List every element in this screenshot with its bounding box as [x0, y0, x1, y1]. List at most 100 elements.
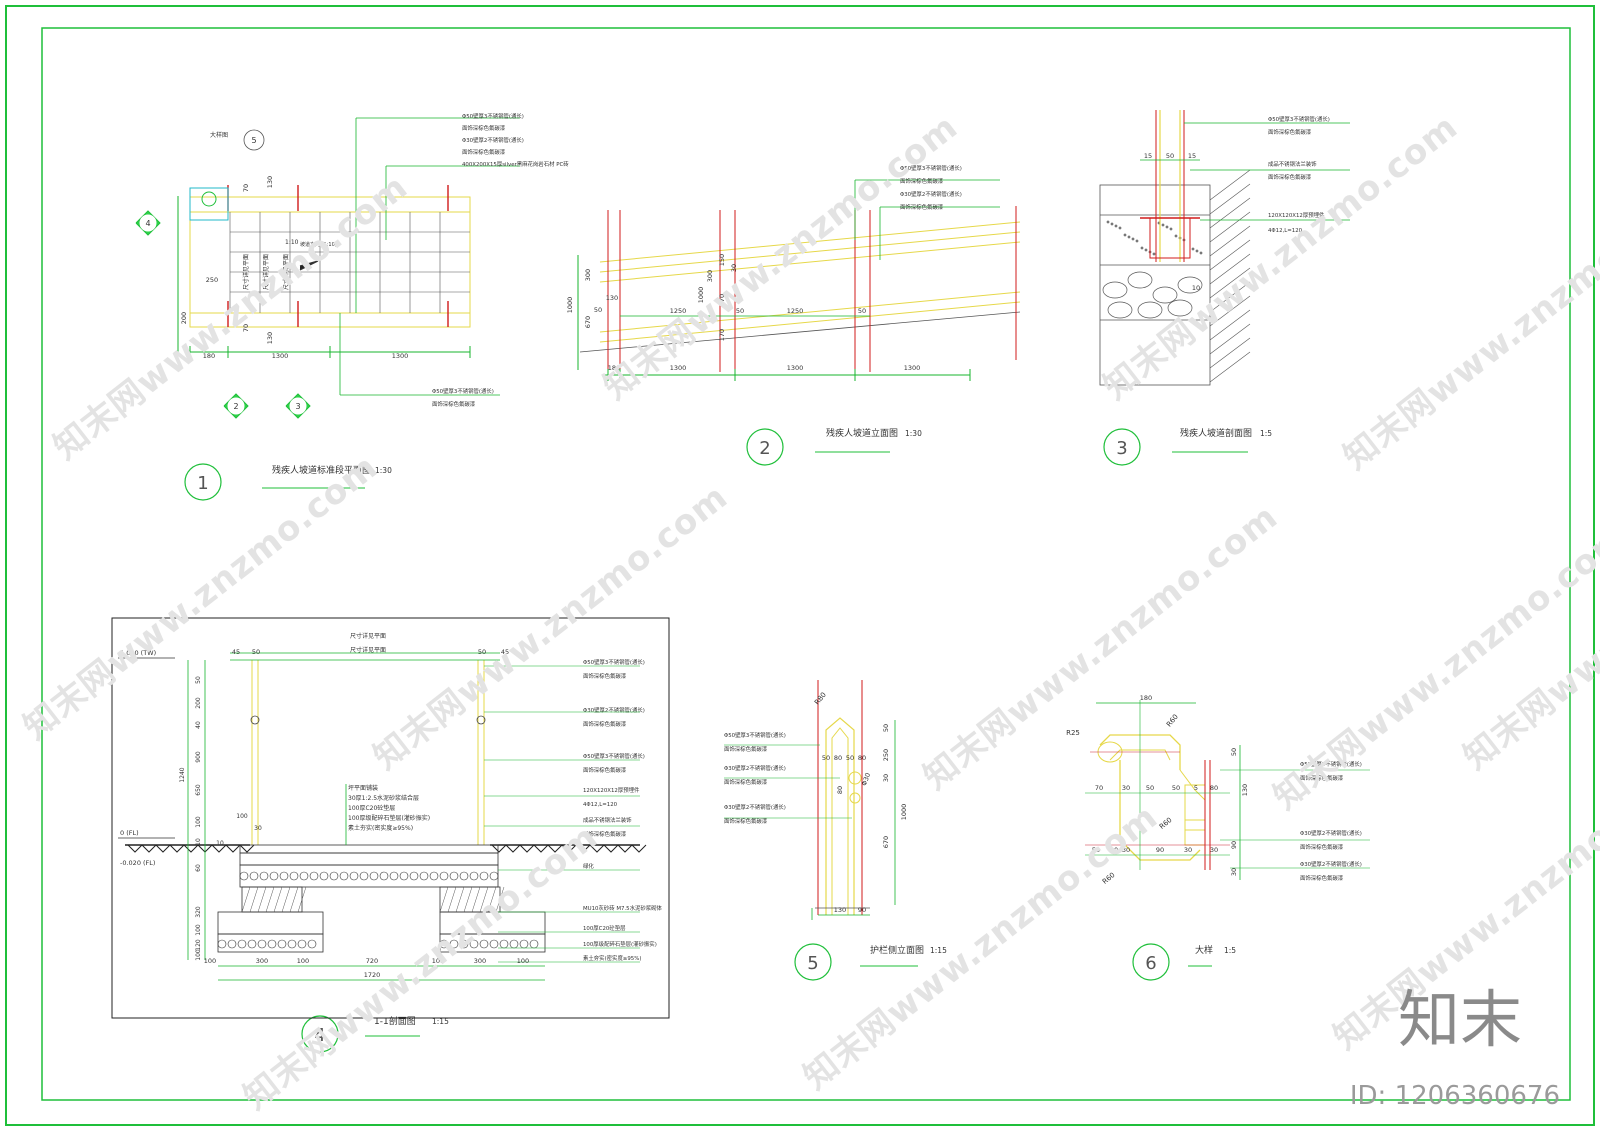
sec3-dim-text: 10 [1192, 284, 1200, 292]
side5-callout-text: 面饰深棕色氟碳漆 [724, 817, 768, 825]
sec4-dim-text: 100 [195, 924, 202, 936]
sec4-callout-text: MU10灰砂砖 M7.5水泥砂浆砌体 [583, 904, 663, 912]
sec4-dim-text: 60 [195, 864, 202, 872]
side5-dim-text: 50 [846, 754, 854, 762]
sec4-footing-gravel [307, 939, 317, 949]
det6-dim-text: 5 [1194, 784, 1198, 792]
side5-dim-text: 90 [858, 906, 866, 914]
elev-dim-text: 300 [706, 270, 714, 282]
sec3-gravel-dot [1191, 247, 1195, 251]
det6-dim-text: 30 [1122, 846, 1130, 854]
plan-callout-text: 面饰深棕色氟碳漆 [432, 400, 476, 408]
view-scale: 1:30 [905, 429, 922, 438]
elev-dim-text: 670 [584, 316, 592, 328]
sec4-dim-text: 100 [204, 957, 216, 965]
sec3-hatch [1209, 183, 1251, 215]
sec4-callout-text: 4Φ12,L=120 [583, 802, 618, 808]
sec3-gravel-dot [1131, 237, 1135, 241]
view-number: 6 [1145, 953, 1156, 974]
sec4-footing-gravel [519, 939, 529, 949]
sec4-brick-hatch [463, 886, 473, 913]
sec4-brick-hatch [241, 886, 251, 913]
det6-callout-text: Φ30壁厚2不锈钢管(通长) [1300, 860, 1362, 868]
sec4-gravel-stone [489, 871, 499, 881]
section-marker-circle [227, 397, 245, 415]
sec4-brick-hatch [479, 886, 489, 913]
view-number: 2 [759, 438, 770, 459]
sec4-brick-hatch [447, 886, 457, 913]
sec4-gravel-stone [349, 871, 359, 881]
view-number-circle [746, 428, 784, 466]
sec4-gravel-stone [249, 871, 259, 881]
sec3-hatch [1209, 351, 1251, 383]
plan-dim-text: 130 [266, 176, 274, 188]
sec4-dim-text: 1720 [364, 971, 381, 979]
sec4-gravel-stone [319, 871, 329, 881]
view-title: 残疾人坡道标准段平面图 [272, 464, 371, 476]
inner-border [41, 27, 1571, 1101]
det6-dim-text: 20 [1110, 846, 1118, 854]
det6-dim-text: 50 [1092, 846, 1100, 854]
view-scale: 1:5 [1224, 946, 1236, 955]
side5-callout-text: Φ30壁厚2不锈钢管(通长) [724, 803, 786, 811]
sec4-callout-text: 面饰深棕色氟碳漆 [583, 672, 627, 680]
elev-rail-line [599, 291, 1021, 333]
sec4-footing-gravel [469, 939, 479, 949]
sec3-hatch [1209, 169, 1251, 201]
sec4-top-label: 尺寸详见平面 [350, 632, 386, 640]
sec4-gravel-stone [479, 871, 489, 881]
sec4-ground-hatch [505, 844, 521, 853]
sec3-gravel-dot [1140, 246, 1144, 250]
elev-rail-line [599, 301, 1021, 343]
sec4-dim-text: 100 [297, 957, 309, 965]
sec4-ground-hatch [603, 844, 619, 853]
sec4-dim-text: 720 [366, 957, 378, 965]
sec4-gravel-stone [269, 871, 279, 881]
sec4-footing-gravel [489, 939, 499, 949]
sec4-dim-text: 300 [474, 957, 486, 965]
sec3-hatch [1209, 295, 1251, 327]
plan-dim-text: 130 [266, 332, 274, 344]
plan-detail-circle [201, 191, 217, 207]
sec4-top-label: 尺寸详见平面 [350, 646, 386, 654]
sec4-footing [439, 911, 546, 935]
sec4-dim-text: 300 [256, 957, 268, 965]
plan-slope-note: 坡道方向 (1:10) [300, 241, 337, 248]
det6-callout-text: 面饰深棕色氟碳漆 [1300, 774, 1344, 782]
det6-dim-text: 70 [1095, 784, 1103, 792]
sec4-gravel-stone [459, 871, 469, 881]
sec3-gravel-dot [1110, 222, 1114, 226]
sec4-footing-gravel [479, 939, 489, 949]
plan-detail-tag: 大样图 [210, 131, 228, 139]
sec4-brick-hatch [273, 886, 283, 913]
sec4-layer-note: 100厚C20砼垫层 [348, 804, 395, 812]
sec3-gravel-dot [1144, 248, 1148, 252]
sec4-level-text: -0.020 (FL) [120, 859, 155, 867]
elev-dim-text: 1300 [904, 364, 921, 372]
side5-dim-text: 30 [882, 774, 890, 782]
sec3-hatch [1209, 337, 1251, 369]
section-marker-number: 3 [295, 402, 300, 411]
side5-dim-text: 670 [882, 836, 890, 848]
det6-pipe-outline [1179, 769, 1206, 801]
side5-dim-text: 80 [858, 754, 866, 762]
sec3-callout-text: 面饰深棕色氟碳漆 [1268, 128, 1312, 136]
det6-dim-text: 30 [1230, 868, 1238, 876]
sec3-dim-text: 50 [1166, 152, 1174, 160]
sec4-footing-gravel [529, 939, 539, 949]
sec3-stone [1167, 299, 1193, 317]
sec4-callout-text: 绿化 [583, 862, 594, 870]
sec3-gravel-dot [1161, 223, 1165, 227]
elev-dim-text: 180 [608, 364, 620, 372]
elev-dim-text: 150 [718, 254, 726, 266]
section-marker-number: 4 [145, 219, 150, 228]
outer-border [5, 5, 1595, 1126]
sec4-footing-gravel-layer [439, 933, 546, 953]
elev-rail-line [599, 241, 1021, 283]
sec4-gravel-stone [439, 871, 449, 881]
sec4-footing-gravel [267, 939, 277, 949]
view-scale: 1:5 [1260, 429, 1272, 438]
elev-dim-text: 1300 [670, 364, 687, 372]
sec3-callout-text: 成品不锈钢法兰装饰 [1268, 160, 1317, 168]
sec4-rail-circle [476, 715, 486, 725]
